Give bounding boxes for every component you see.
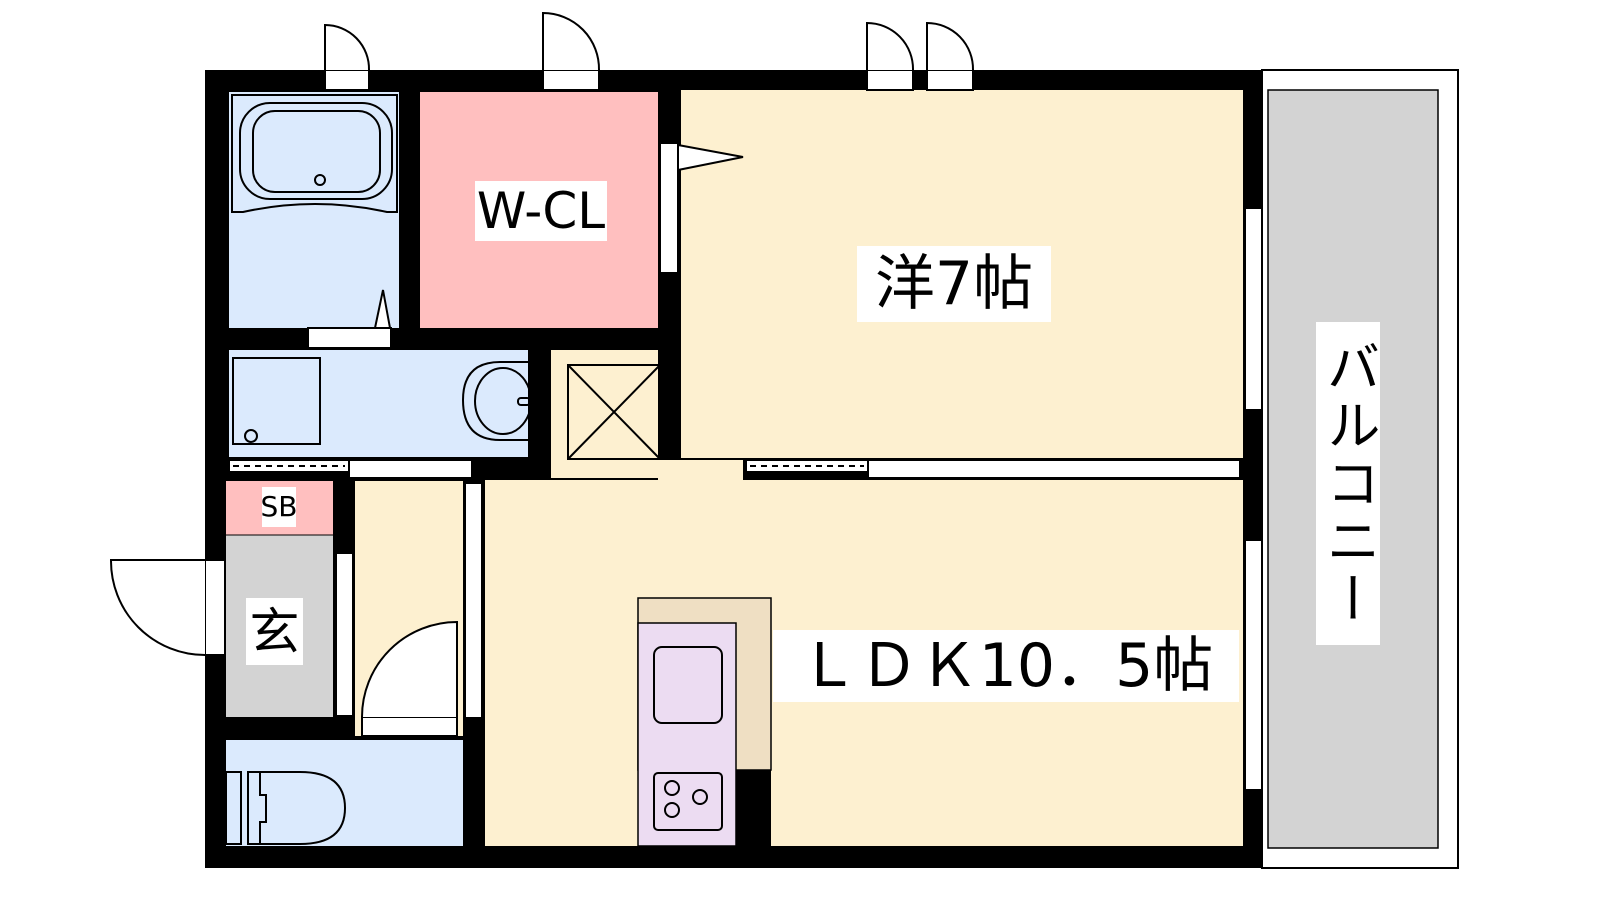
room-label-walk-in-closet: W-CL	[475, 181, 607, 241]
room-label-ldk: ＬＤＫ10．5帖	[773, 630, 1239, 702]
toilet-room	[226, 740, 463, 846]
storage-x-icon	[567, 364, 661, 460]
sink-icon	[461, 361, 532, 441]
washing-machine-pan-icon	[232, 357, 321, 445]
ldk-room-extension	[658, 460, 743, 482]
room-label-western-room: 洋7帖	[857, 246, 1051, 322]
room-label-balcony: バルコニー	[1316, 322, 1380, 645]
kitchen-sink-icon	[653, 646, 723, 724]
stove-icon	[653, 772, 723, 831]
toilet-icon	[225, 771, 347, 845]
washroom	[229, 350, 528, 457]
room-label-entrance: 玄	[246, 598, 303, 665]
doors	[109, 11, 1263, 791]
room-label-shoe-box: SB	[261, 487, 298, 527]
bathtub-icon	[231, 94, 398, 213]
